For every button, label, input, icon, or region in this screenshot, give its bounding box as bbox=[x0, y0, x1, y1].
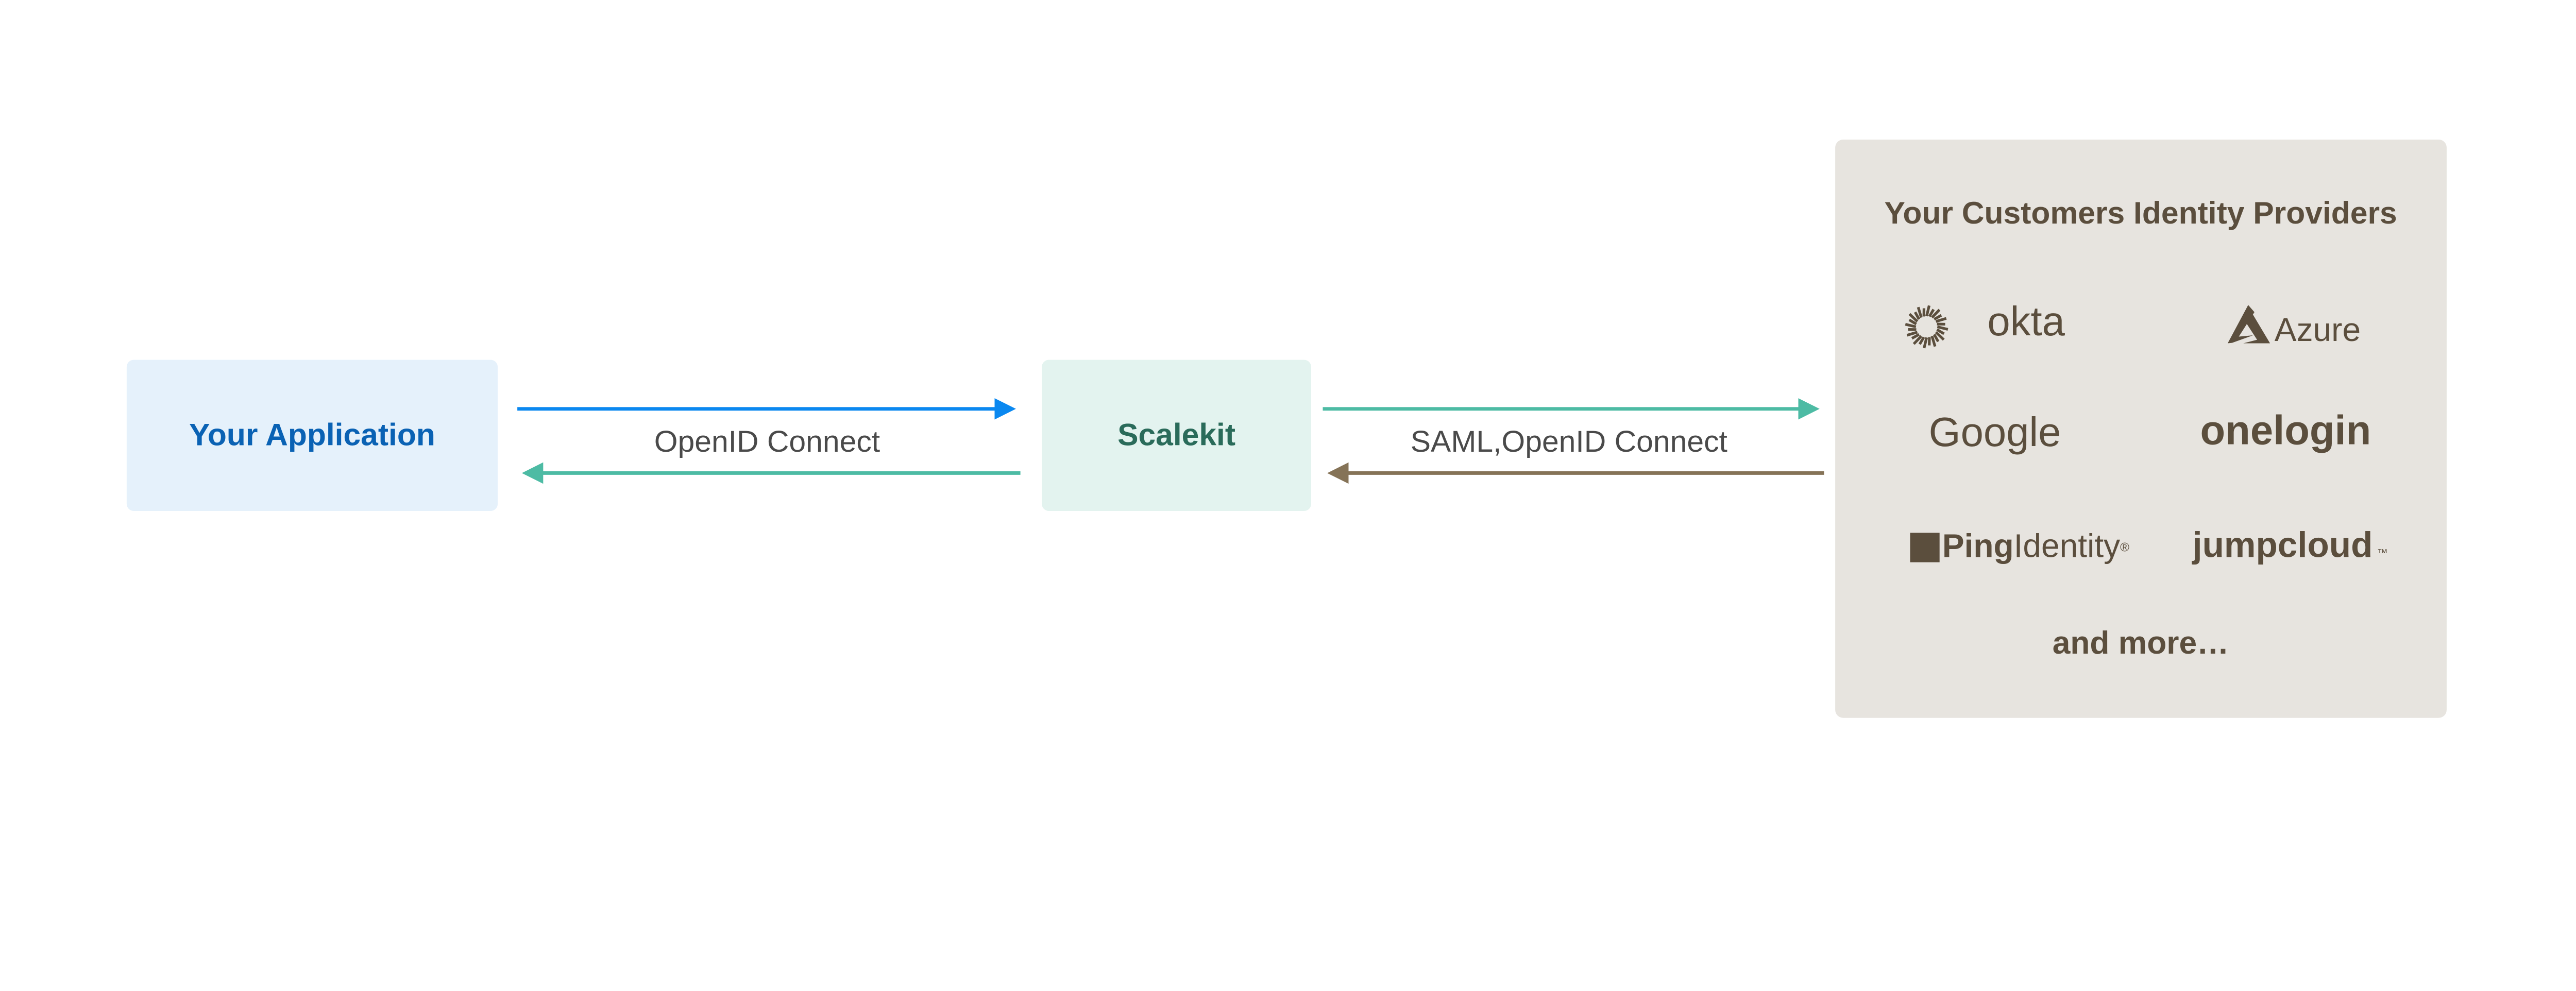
okta-label: okta bbox=[1987, 298, 2065, 344]
ping-square-icon bbox=[1910, 533, 1940, 562]
okta-ray bbox=[1930, 335, 1937, 347]
ping-identity-logo: PingIdentity® bbox=[1910, 527, 2129, 565]
okta-ray bbox=[1934, 314, 1942, 321]
scalekit-label: Scalekit bbox=[1117, 417, 1235, 452]
identity-providers-panel: Your Customers Identity Providers okta A… bbox=[1835, 139, 2447, 718]
okta-ray bbox=[1935, 331, 1945, 341]
okta-ray bbox=[1906, 331, 1918, 337]
okta-ray bbox=[1912, 335, 1923, 345]
okta-ray bbox=[1905, 323, 1917, 329]
okta-logo: okta bbox=[1905, 298, 2065, 349]
jumpcloud-logo: jumpcloud ™ bbox=[2191, 524, 2387, 565]
saml-openid-connect-label: SAML,OpenID Connect bbox=[1411, 425, 1727, 458]
okta-ray bbox=[1936, 328, 1945, 335]
okta-ray bbox=[1925, 305, 1931, 317]
okta-ray bbox=[1933, 333, 1940, 343]
okta-ray bbox=[1935, 317, 1947, 323]
azure-logo: Azure bbox=[2227, 305, 2361, 348]
okta-ray bbox=[1931, 309, 1941, 319]
ping-identity-text: PingIdentity® bbox=[1942, 527, 2129, 565]
azure-label: Azure bbox=[2275, 311, 2361, 348]
google-logo: Google bbox=[1929, 409, 2061, 455]
okta-ray bbox=[1917, 306, 1923, 318]
okta-ray bbox=[1937, 325, 1948, 331]
okta-ray bbox=[1911, 333, 1920, 340]
jumpcloud-label: jumpcloud bbox=[2191, 524, 2372, 565]
scalekit-node: Scalekit bbox=[1042, 360, 1311, 511]
ping-part: Ping bbox=[1942, 527, 2014, 565]
registered-mark: ® bbox=[2120, 541, 2129, 555]
and-more-label: and more… bbox=[2053, 625, 2229, 661]
openid-connect-label: OpenID Connect bbox=[654, 425, 880, 458]
azure-triangle-icon bbox=[2227, 305, 2270, 344]
okta-ray bbox=[1913, 311, 1921, 320]
okta-ray bbox=[1908, 313, 1919, 323]
okta-sunburst-icon bbox=[1905, 305, 1948, 349]
trademark-mark: ™ bbox=[2377, 547, 2388, 559]
your-application-node: Your Application bbox=[126, 360, 498, 511]
onelogin-logo: onelogin bbox=[2200, 407, 2371, 453]
identity-providers-title: Your Customers Identity Providers bbox=[1884, 195, 2397, 230]
sso-architecture-diagram: Your Application Scalekit OpenID Connect… bbox=[126, 139, 2447, 718]
okta-ray bbox=[1918, 336, 1925, 345]
okta-ray bbox=[1928, 309, 1935, 317]
your-application-label: Your Application bbox=[189, 417, 435, 452]
okta-ray bbox=[1923, 337, 1928, 349]
okta-ray bbox=[1908, 318, 1917, 326]
identity-part: Identity bbox=[2014, 527, 2121, 565]
